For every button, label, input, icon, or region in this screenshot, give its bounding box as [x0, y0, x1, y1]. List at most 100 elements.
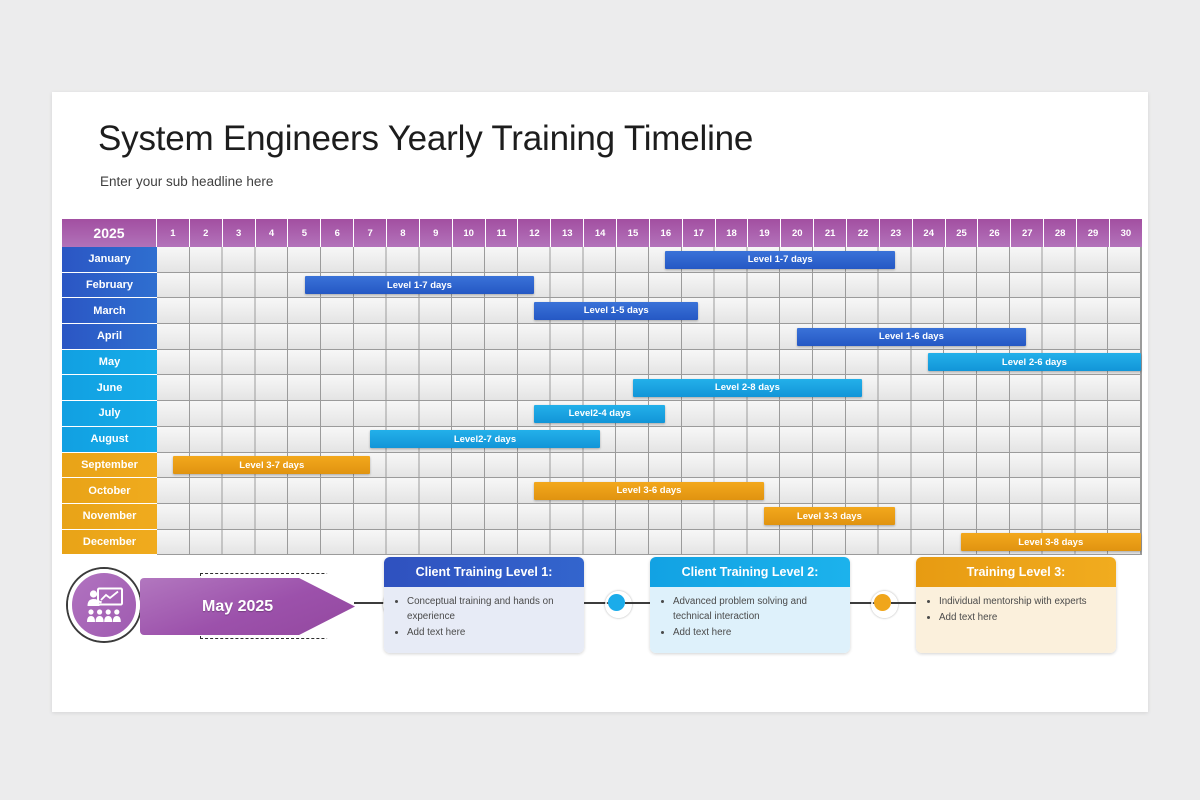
list-item: Conceptual training and hands on experie… — [407, 594, 575, 624]
gantt-bar[interactable]: Level 3-3 days — [763, 507, 895, 526]
gantt-day-17: 17 — [682, 219, 716, 247]
gantt-row-july: July Level2-4 days — [62, 401, 1142, 427]
gantt-day-15: 15 — [617, 219, 650, 247]
gantt-day-14: 14 — [584, 219, 618, 247]
slide-canvas: System Engineers Yearly Training Timelin… — [52, 92, 1148, 712]
gantt-day-24: 24 — [912, 219, 946, 247]
gantt-track: Level2-7 days — [157, 426, 1142, 453]
page-title: System Engineers Yearly Training Timelin… — [98, 119, 754, 158]
gantt-track: Level 1-7 days — [157, 247, 1142, 273]
gantt-track: Level 2-6 days — [157, 349, 1142, 376]
card-level-3-title: Training Level 3: — [916, 557, 1116, 587]
gantt-month-label: September — [62, 452, 157, 479]
gantt-bar[interactable]: Level 1-6 days — [796, 327, 1027, 346]
gantt-day-8: 8 — [387, 219, 420, 247]
gantt-track: Level2-4 days — [157, 401, 1142, 427]
gantt-track: Level 1-5 days — [157, 298, 1142, 325]
node-2[interactable] — [605, 591, 632, 618]
card-level-3-body: Individual mentorship with experts Add t… — [916, 587, 1116, 653]
connector-line-3b — [891, 602, 917, 604]
card-level-2-title: Client Training Level 2: — [650, 557, 850, 587]
gantt-row-october: October Level 3-6 days — [62, 478, 1142, 504]
connector-line-1 — [354, 602, 402, 604]
gantt-bar[interactable]: Level2-4 days — [534, 404, 666, 423]
card-level-1-title: Client Training Level 1: — [384, 557, 584, 587]
gantt-month-label: May — [62, 349, 157, 376]
gantt-day-26: 26 — [978, 219, 1012, 247]
gantt-day-25: 25 — [945, 219, 979, 247]
gantt-day-2: 2 — [189, 219, 223, 247]
gantt-month-label: April — [62, 324, 157, 350]
gantt-row-january: January Level 1-7 days — [62, 247, 1142, 273]
gantt-month-label: July — [62, 401, 157, 427]
gantt-day-4: 4 — [255, 219, 289, 247]
gantt-row-may: May Level 2-6 days — [62, 349, 1142, 376]
gantt-row-april: April Level 1-6 days — [62, 324, 1142, 350]
gantt-month-label: February — [62, 272, 157, 299]
gantt-day-21: 21 — [814, 219, 848, 247]
gantt-day-22: 22 — [847, 219, 880, 247]
gantt-track: Level 1-6 days — [157, 324, 1142, 350]
gantt-day-6: 6 — [321, 219, 355, 247]
gantt-day-10: 10 — [452, 219, 486, 247]
gantt-row-august: August Level2-7 days — [62, 426, 1142, 453]
gantt-day-19: 19 — [748, 219, 782, 247]
gantt-row-march: March Level 1-5 days — [62, 298, 1142, 325]
gantt-year-label: 2025 — [62, 219, 157, 247]
gantt-bar[interactable]: Level 1-7 days — [665, 250, 895, 269]
gantt-track: Level 3-7 days — [157, 452, 1142, 479]
gantt-month-label: January — [62, 247, 157, 273]
node-3[interactable] — [871, 591, 898, 618]
presentation-training-icon — [68, 569, 140, 641]
gantt-track: Level 1-7 days — [157, 272, 1142, 299]
list-item: Add text here — [407, 625, 575, 640]
bottom-timeline: May 2025 Client Training Level 1: Concep… — [52, 557, 1148, 712]
list-item: Add text here — [939, 610, 1107, 625]
gantt-row-september: September Level 3-7 days — [62, 452, 1142, 479]
gantt-month-label: March — [62, 298, 157, 325]
card-level-1-body: Conceptual training and hands on experie… — [384, 587, 584, 653]
gantt-month-label: June — [62, 375, 157, 402]
gantt-track: Level 3-3 days — [157, 503, 1142, 530]
card-level-2-body: Advanced problem solving and technical i… — [650, 587, 850, 653]
gantt-month-label: August — [62, 426, 157, 453]
gantt-bar[interactable]: Level2-7 days — [370, 430, 600, 449]
gantt-day-30: 30 — [1109, 219, 1142, 247]
connector-line-3 — [850, 602, 880, 604]
gantt-bar[interactable]: Level 3-7 days — [173, 456, 371, 474]
list-item: Advanced problem solving and technical i… — [673, 594, 841, 624]
gantt-day-12: 12 — [518, 219, 552, 247]
gantt-bar[interactable]: Level 3-8 days — [960, 533, 1141, 552]
gantt-day-23: 23 — [879, 219, 913, 247]
gantt-bar[interactable]: Level 3-6 days — [534, 481, 764, 500]
gantt-row-december: December Level 3-8 days — [62, 529, 1142, 556]
gantt-month-label: October — [62, 478, 157, 504]
current-month-badge: May 2025 — [132, 573, 377, 639]
page-subtitle: Enter your sub headline here — [100, 174, 274, 189]
card-level-3[interactable]: Training Level 3: Individual mentorship … — [916, 557, 1116, 653]
badge-label: May 2025 — [202, 597, 274, 615]
gantt-day-1: 1 — [157, 219, 190, 247]
gantt-day-29: 29 — [1077, 219, 1110, 247]
gantt-day-3: 3 — [222, 219, 256, 247]
gantt-month-label: December — [62, 529, 157, 556]
gantt-row-february: February Level 1-7 days — [62, 272, 1142, 299]
gantt-track: Level 3-8 days — [157, 529, 1142, 556]
gantt-row-november: November Level 3-3 days — [62, 503, 1142, 530]
gantt-bar[interactable]: Level 1-7 days — [304, 276, 535, 295]
gantt-day-20: 20 — [781, 219, 815, 247]
connector-line-2b — [625, 602, 651, 604]
gantt-bar[interactable]: Level 2-6 days — [927, 353, 1141, 372]
card-level-2[interactable]: Client Training Level 2: Advanced proble… — [650, 557, 850, 653]
card-level-1[interactable]: Client Training Level 1: Conceptual trai… — [384, 557, 584, 653]
gantt-bar[interactable]: Level 1-5 days — [534, 301, 699, 320]
gantt-day-16: 16 — [649, 219, 683, 247]
gantt-month-label: November — [62, 503, 157, 530]
gantt-track: Level 3-6 days — [157, 478, 1142, 504]
gantt-bar[interactable]: Level 2-8 days — [632, 378, 863, 397]
gantt-day-5: 5 — [288, 219, 322, 247]
